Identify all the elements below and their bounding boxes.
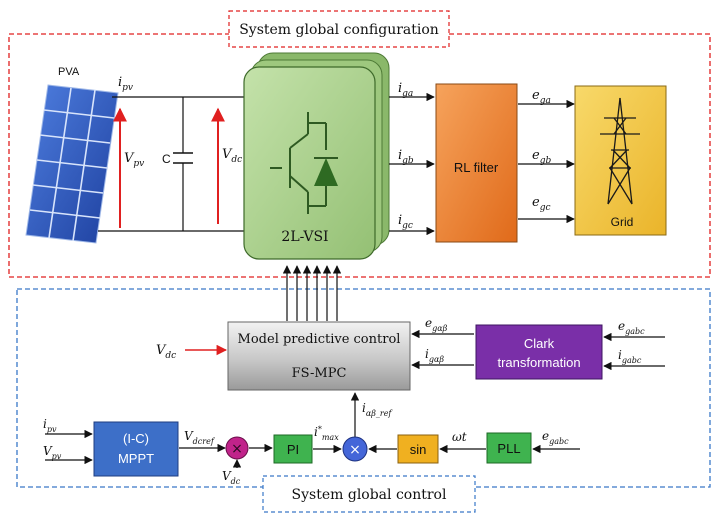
pll-out-label: ωt xyxy=(452,430,467,444)
inverter-label: 2L-VSI xyxy=(281,229,328,245)
pv-voltage-label: Vpv xyxy=(124,151,144,169)
pv-current-label: ipv xyxy=(118,75,133,93)
grid-voltage-a-label: ega xyxy=(532,88,551,106)
mpc-block xyxy=(227,321,411,391)
control-title-box xyxy=(262,475,476,513)
mpc-ref-label: iαβ_ref xyxy=(362,401,393,418)
inverter-block xyxy=(243,66,376,260)
dc-voltage-label: Vdc xyxy=(222,147,242,165)
rl-filter-label: RL filter xyxy=(454,160,499,175)
sin-label: sin xyxy=(410,442,427,457)
mpc-title: Model predictive control xyxy=(238,332,401,347)
sum-junction-symbol: × xyxy=(231,441,243,457)
control-region xyxy=(16,288,711,488)
clark-label-line1: Clark xyxy=(524,336,555,351)
grid-voltage-arrows xyxy=(518,99,575,224)
mpc-subtitle: FS-MPC xyxy=(292,366,347,381)
pll-label: PLL xyxy=(497,441,520,456)
clark-block xyxy=(475,324,603,380)
sum-junction-icon xyxy=(225,436,249,460)
mppt-ipv-label: ipv xyxy=(43,417,57,434)
pi-block xyxy=(273,434,313,464)
grid-block xyxy=(574,85,667,236)
capacitor-icon xyxy=(173,152,193,164)
phase-current-arrows xyxy=(389,92,435,236)
grid-voltage-c-label: egc xyxy=(532,195,551,213)
clark-label-line2: transformation xyxy=(497,355,580,370)
mpc-e-label: egαβ xyxy=(425,316,448,333)
current-c-label: igc xyxy=(398,213,413,231)
grid-label: Grid xyxy=(611,215,634,229)
pi-out-label: i*max xyxy=(314,425,339,442)
transmission-tower-icon xyxy=(600,97,640,205)
clark-i-label: igabc xyxy=(618,348,642,365)
pll-block xyxy=(486,432,532,464)
mppt-block xyxy=(93,421,179,477)
control-title: System global control xyxy=(292,487,447,503)
multiplier-icon xyxy=(342,436,368,462)
mppt-label-line2: MPPT xyxy=(118,451,154,466)
diode-triangle-icon xyxy=(314,158,338,186)
current-a-label: iga xyxy=(398,81,413,99)
configuration-title-box xyxy=(228,10,450,48)
gate-signal-arrows xyxy=(282,265,342,321)
mppt-out-label: Vdcref xyxy=(184,429,216,446)
pll-in-label: egabc xyxy=(542,429,569,446)
current-b-label: igb xyxy=(398,148,414,166)
mpc-vdc-label: Vdc xyxy=(156,343,176,361)
clark-e-label: egabc xyxy=(618,319,645,336)
pv-label: PVA xyxy=(58,66,80,78)
mpc-i-label: igαβ xyxy=(425,347,444,364)
mppt-vpv-label: Vpv xyxy=(43,444,62,461)
mppt-label-line1: (I-C) xyxy=(123,431,149,446)
pv-panel-icon xyxy=(25,84,119,244)
sin-block xyxy=(397,434,439,464)
configuration-title: System global configuration xyxy=(239,22,439,38)
multiplier-symbol: × xyxy=(349,442,361,458)
sum-feedback-label: Vdc xyxy=(222,469,241,486)
grid-voltage-b-label: egb xyxy=(532,148,551,166)
igbt-diode-icon xyxy=(270,112,338,214)
pi-label: PI xyxy=(287,442,299,457)
dc-bus-wires xyxy=(98,96,244,232)
capacitor-label: C xyxy=(162,152,171,166)
rl-filter-block xyxy=(435,83,518,243)
